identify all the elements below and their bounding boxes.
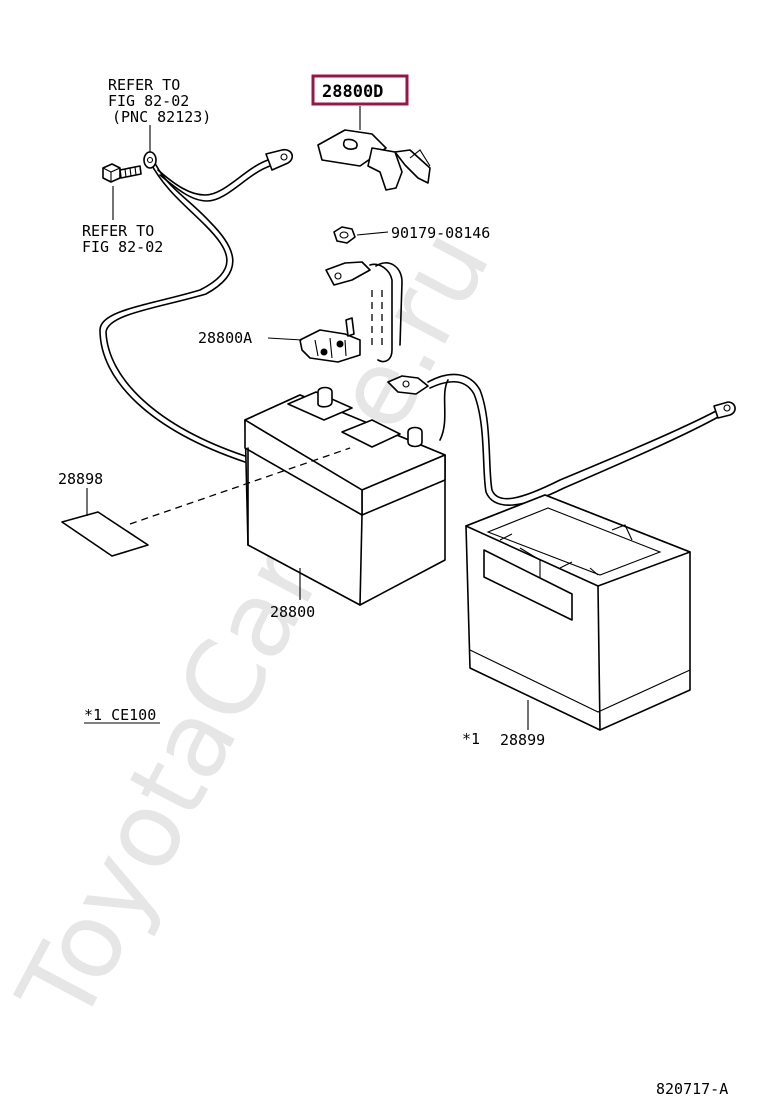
part-90179-label[interactable]: 90179-08146 xyxy=(391,224,490,242)
part-28899-label[interactable]: 28899 xyxy=(500,731,545,749)
positive-cable xyxy=(387,373,736,506)
note-ce100: *1 CE100 xyxy=(84,706,156,724)
part-28899-prefix: *1 xyxy=(462,730,480,748)
battery-28800 xyxy=(244,386,446,606)
figure-id: 820717-A xyxy=(656,1080,728,1098)
part-28898-label[interactable]: 28898 xyxy=(58,470,103,488)
ground-cable xyxy=(99,148,294,463)
label-28898 xyxy=(61,447,351,557)
watermark: ToyotaCarLine.ru xyxy=(0,210,514,1042)
part-28800D-label[interactable]: 28800D xyxy=(322,82,383,102)
refer-top-line3: (PNC 82123) xyxy=(112,108,211,126)
bolt-icon xyxy=(102,163,142,183)
battery-clamp-28800D xyxy=(317,129,431,191)
leader-90179 xyxy=(356,231,389,236)
refer-left-line1: REFER TO xyxy=(82,222,154,240)
refer-top-line1: REFER TO xyxy=(108,76,180,94)
refer-left-line2: FIG 82-02 xyxy=(82,238,163,256)
nut-icon xyxy=(333,226,356,244)
highlight-box xyxy=(311,74,409,106)
leader-28800A xyxy=(267,337,303,341)
refer-top-line2: FIG 82-02 xyxy=(108,92,189,110)
terminal-28800A xyxy=(299,261,403,363)
part-28800-label[interactable]: 28800 xyxy=(270,603,315,621)
battery-tray-28899 xyxy=(465,494,691,731)
part-28800A-label[interactable]: 28800A xyxy=(198,329,252,347)
